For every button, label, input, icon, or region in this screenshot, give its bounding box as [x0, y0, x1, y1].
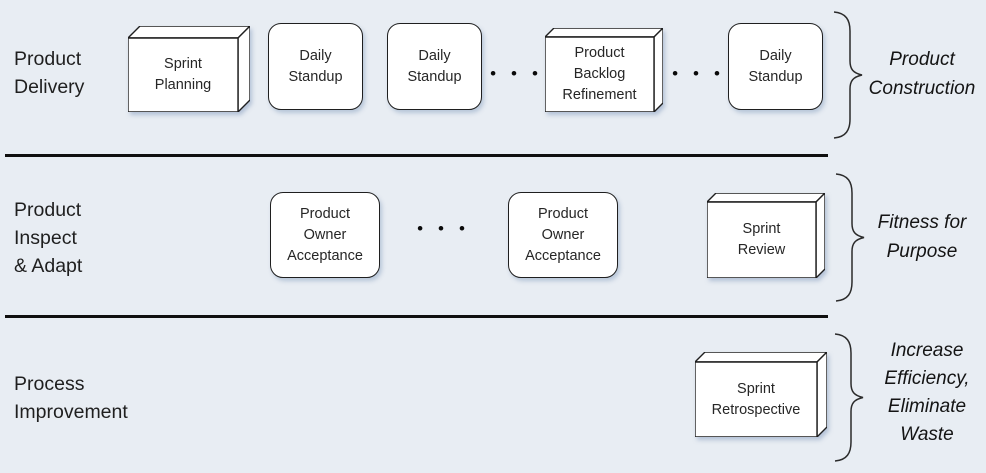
goal-label-fitness-for-purpose: Fitness for Purpose — [877, 212, 967, 262]
row-label-product-delivery: Product Delivery — [14, 48, 85, 98]
ellipsis-icon: ••• — [417, 219, 480, 238]
node-label: Sprint Review — [737, 221, 786, 258]
node-label: Product Owner Acceptance — [287, 205, 363, 264]
lane-separator — [5, 154, 828, 157]
node-daily-standup-2: Daily Standup — [387, 23, 482, 110]
goal-label-product-construction: Product Construction — [868, 49, 976, 99]
node-label: Product Owner Acceptance — [525, 205, 601, 264]
cube-shape — [695, 352, 827, 437]
row-label-process-improvement: Process Improvement — [14, 373, 128, 423]
node-label: Daily Standup — [407, 47, 462, 85]
row-label-product-inspect-adapt: Product Inspect & Adapt — [14, 199, 83, 277]
node-label: Daily Standup — [748, 47, 803, 85]
node-label: Sprint Planning — [154, 56, 212, 93]
lane-separator — [5, 315, 828, 318]
node-sprint-retrospective: Sprint Retrospective — [695, 352, 827, 437]
goal-label-increase-efficiency: Increase Efficiency, Eliminate Waste — [884, 340, 970, 445]
node-sprint-planning: Sprint Planning — [128, 26, 250, 112]
curly-brace-icon — [835, 173, 865, 302]
node-label: Daily Standup — [288, 47, 343, 85]
cube-shape — [707, 193, 825, 278]
ellipsis-icon: ••• — [490, 64, 553, 83]
node-daily-standup-1: Daily Standup — [268, 23, 363, 110]
node-label: Sprint Retrospective — [711, 380, 801, 418]
node-daily-standup-3: Daily Standup — [728, 23, 823, 110]
curly-brace-icon — [833, 11, 863, 139]
node-product-owner-acceptance-2: Product Owner Acceptance — [508, 192, 618, 278]
node-label: Product Backlog Refinement — [562, 45, 637, 103]
node-product-owner-acceptance-1: Product Owner Acceptance — [270, 192, 380, 278]
curly-brace-icon — [834, 333, 864, 462]
ellipsis-icon: ••• — [672, 64, 735, 83]
node-sprint-review: Sprint Review — [707, 193, 825, 278]
cube-shape — [128, 26, 250, 112]
cube-shape — [545, 28, 663, 112]
node-product-backlog-refinement: Product Backlog Refinement — [545, 28, 663, 112]
